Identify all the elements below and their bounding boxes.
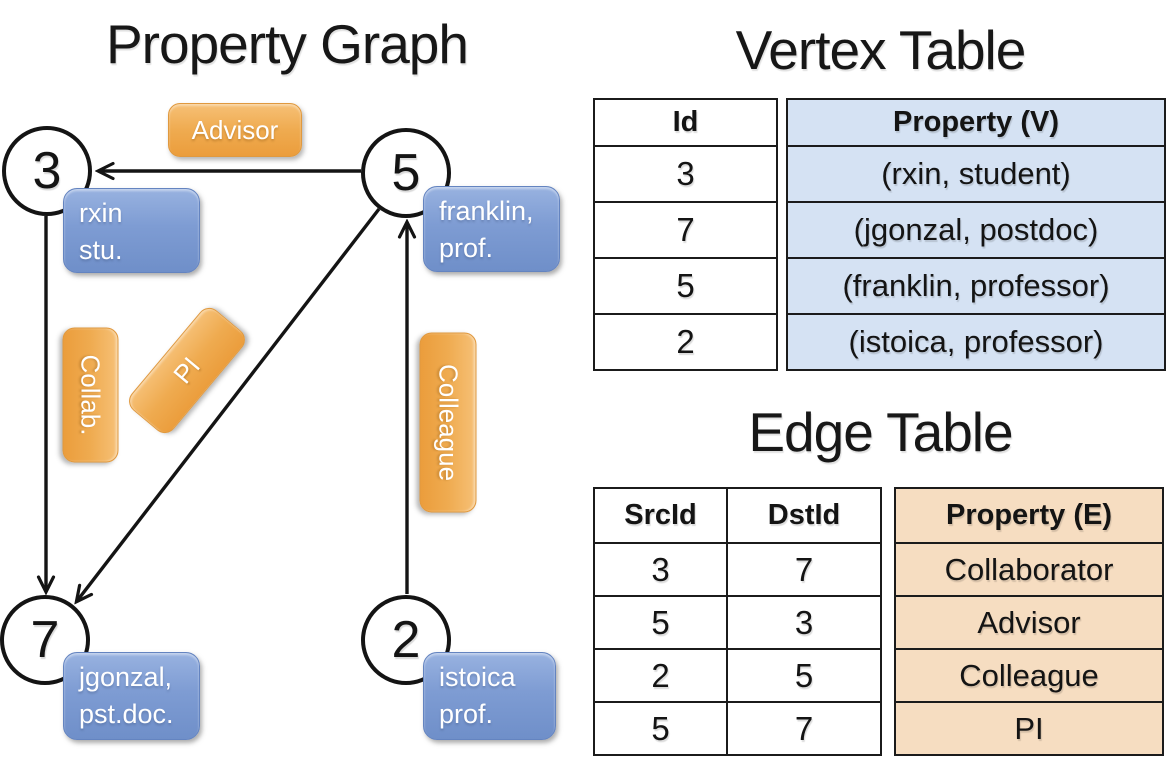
vertex-node-5: 5 xyxy=(361,128,451,218)
vertex-table-cell: 7 xyxy=(595,201,776,257)
edge-table-cell: 5 xyxy=(595,595,726,648)
property-graph-title: Property Graph xyxy=(105,13,469,75)
vertex-id-label: 5 xyxy=(391,144,421,202)
vertex-id-label: 7 xyxy=(30,611,60,669)
edge-table-title: Edge Table xyxy=(748,401,1013,463)
vertex-table-cell: (franklin, professor) xyxy=(788,257,1164,313)
vertex-property-card-7: jgonzal, pst.doc. xyxy=(63,652,200,740)
vertex-property-card-5: franklin, prof. xyxy=(423,186,560,272)
vertex-id-label: 3 xyxy=(32,142,62,200)
vertex-name: jgonzal, xyxy=(79,662,173,692)
edge-table-cell: Collaborator xyxy=(896,542,1162,595)
edge-table-cell: PI xyxy=(896,701,1162,754)
vertex-role: pst.doc. xyxy=(79,699,174,729)
vertex-name: rxin xyxy=(79,198,123,228)
vertex-table-title: Vertex Table xyxy=(735,19,1027,81)
vertex-table-cell: 5 xyxy=(595,257,776,313)
vertex-table: Id 3 7 5 2 Property (V) (rxin, student) … xyxy=(593,98,1166,371)
edge-label-advisor: Advisor xyxy=(168,103,302,157)
edge-table: SrcId 3 5 2 5 DstId 7 3 5 7 Property (E)… xyxy=(593,487,1164,756)
vertex-property-card-3: rxin stu. xyxy=(63,188,200,273)
edge-table-cell: 3 xyxy=(728,595,880,648)
edge-table-cell: Advisor xyxy=(896,595,1162,648)
vertex-table-cell: (jgonzal, postdoc) xyxy=(788,201,1164,257)
vertex-id-label: 2 xyxy=(391,611,421,669)
vertex-role: prof. xyxy=(439,699,494,729)
vertex-name: franklin, xyxy=(439,196,534,226)
vertex-table-id-column: Id 3 7 5 2 xyxy=(593,98,778,371)
vertex-table-header-property: Property (V) xyxy=(788,100,1164,145)
vertex-table-property-column: Property (V) (rxin, student) (jgonzal, p… xyxy=(786,98,1166,371)
vertex-table-cell: (istoica, professor) xyxy=(788,313,1164,369)
edge-table-header-srcid: SrcId xyxy=(624,499,697,531)
edge-table-header-property: Property (E) xyxy=(896,489,1162,542)
edge-label-colleague: Colleague xyxy=(419,332,477,513)
edge-table-cell: 7 xyxy=(728,542,880,595)
edge-table-property-column: Property (E) Collaborator Advisor Collea… xyxy=(894,487,1164,756)
edge-table-dstid-column: DstId 7 3 5 7 xyxy=(726,489,880,754)
edge-label-collab: Collab. xyxy=(62,327,119,463)
vertex-table-cell: (rxin, student) xyxy=(788,145,1164,201)
edge-table-cell: 5 xyxy=(595,701,726,754)
edge-table-cell: 5 xyxy=(728,648,880,701)
vertex-table-cell: 2 xyxy=(595,313,776,369)
vertex-table-cell: 3 xyxy=(595,145,776,201)
edge-table-cell: 7 xyxy=(728,701,880,754)
edge-arrow-5-to-7 xyxy=(77,207,381,601)
edge-table-header-dstid: DstId xyxy=(767,499,841,531)
vertex-table-header-id: Id xyxy=(672,106,699,138)
vertex-name: istoica xyxy=(439,662,516,692)
edge-table-srcid-column: SrcId 3 5 2 5 xyxy=(595,489,726,754)
edge-table-cell: Colleague xyxy=(896,648,1162,701)
edge-table-cell: 3 xyxy=(595,542,726,595)
edge-table-id-columns: SrcId 3 5 2 5 DstId 7 3 5 7 xyxy=(593,487,882,756)
edge-table-cell: 2 xyxy=(595,648,726,701)
vertex-role: prof. xyxy=(439,233,494,263)
vertex-node-2: 2 xyxy=(361,595,451,685)
vertex-role: stu. xyxy=(79,235,123,265)
vertex-property-card-2: istoica prof. xyxy=(423,652,556,740)
graph-edges-layer xyxy=(0,0,574,760)
